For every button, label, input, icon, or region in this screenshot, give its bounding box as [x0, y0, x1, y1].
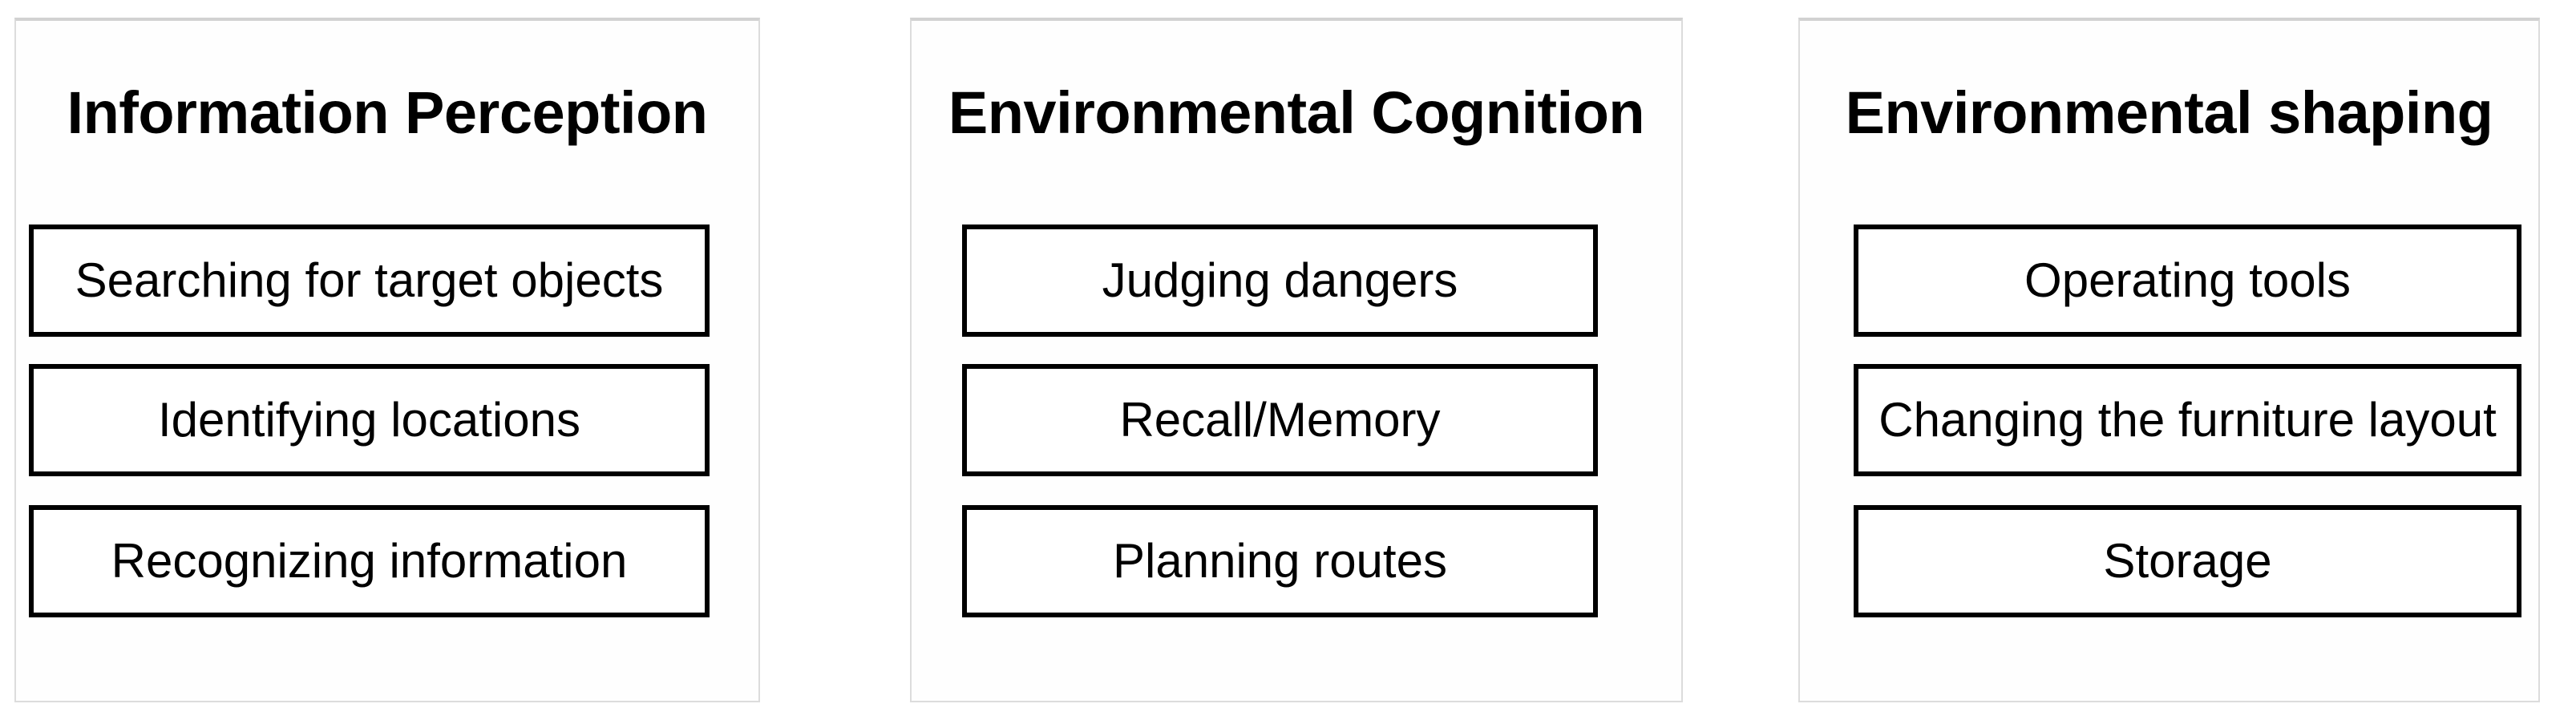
task-box-searching-for-target-objects: Searching for target objects	[29, 224, 710, 337]
panel-environmental-cognition: Environmental Cognition Judging dangers …	[910, 18, 1683, 702]
panel-title: Information Perception	[67, 79, 708, 146]
panel-information-perception: Information Perception Searching for tar…	[14, 18, 760, 702]
task-box-planning-routes: Planning routes	[962, 505, 1598, 617]
task-box-recall-memory: Recall/Memory	[962, 364, 1598, 476]
task-box-recognizing-information: Recognizing information	[29, 505, 710, 617]
panel-environmental-shaping: Environmental shaping Operating tools Ch…	[1798, 18, 2540, 702]
panel-title: Environmental Cognition	[948, 79, 1645, 146]
task-box-changing-furniture-layout: Changing the furniture layout	[1854, 364, 2521, 476]
task-box-operating-tools: Operating tools	[1854, 224, 2521, 337]
task-box-judging-dangers: Judging dangers	[962, 224, 1598, 337]
task-box-storage: Storage	[1854, 505, 2521, 617]
panel-title: Environmental shaping	[1845, 79, 2493, 146]
task-box-identifying-locations: Identifying locations	[29, 364, 710, 476]
